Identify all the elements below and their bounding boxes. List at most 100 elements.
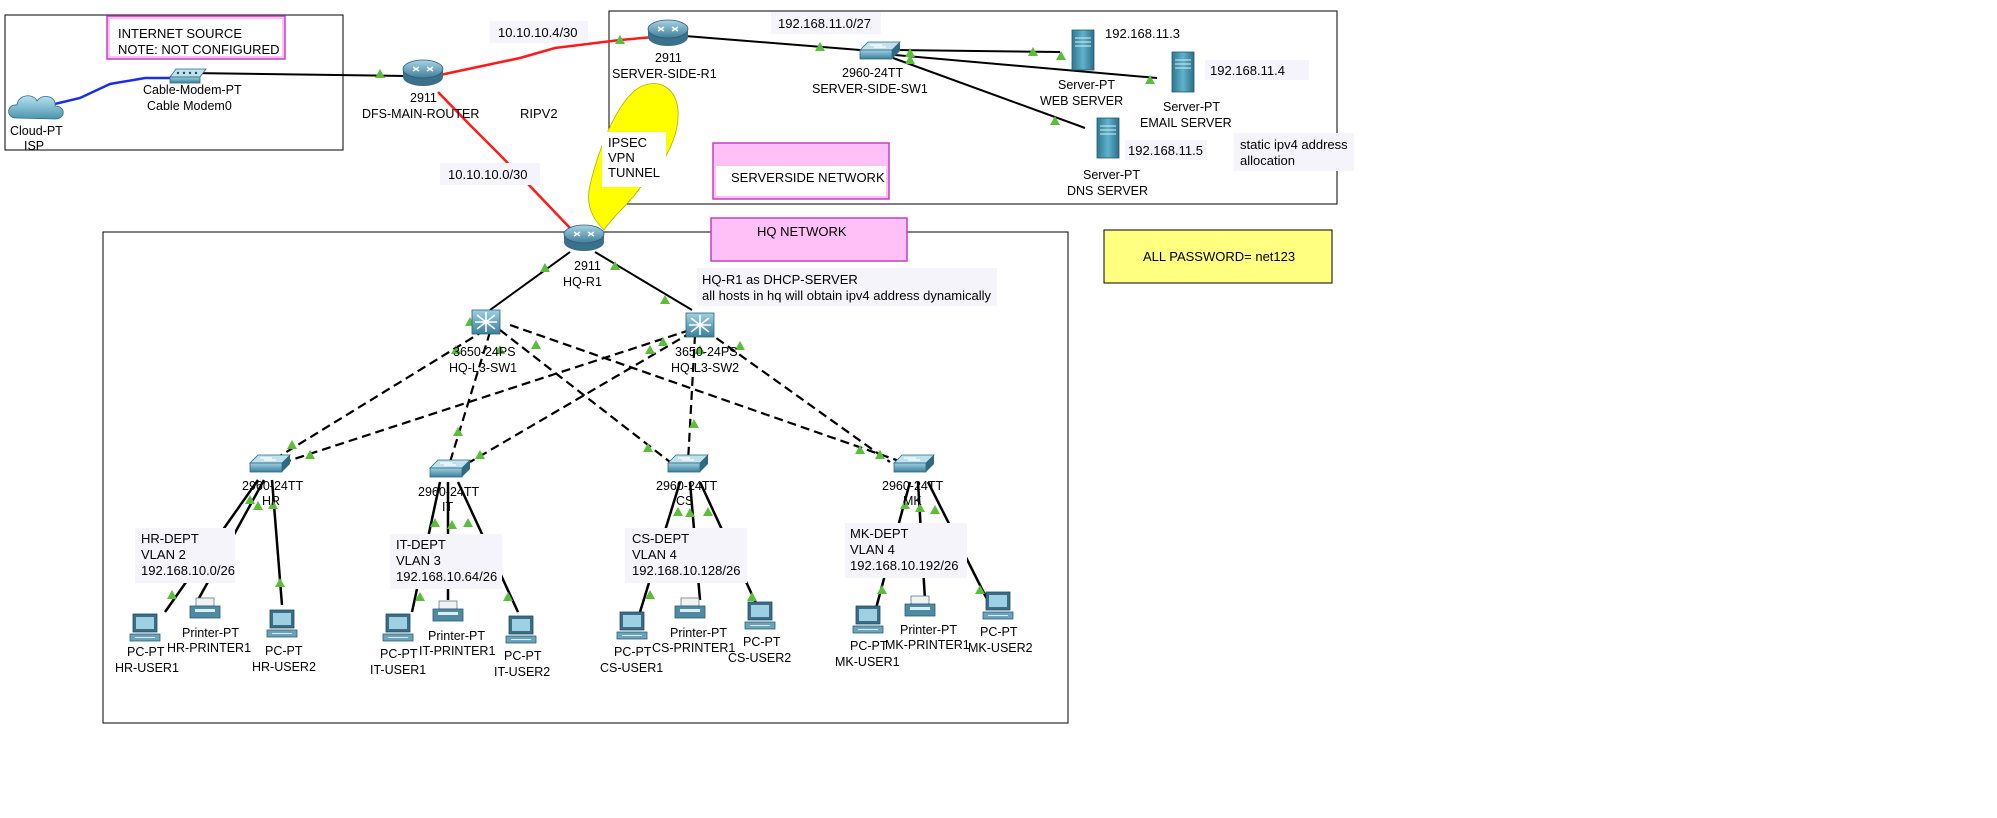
it-user2[interactable]: PC-PT IT-USER2 xyxy=(494,615,550,679)
hq-r1[interactable]: 2911 HQ-R1 xyxy=(563,224,605,289)
cloud-isp[interactable]: Cloud-PT ISP xyxy=(8,95,64,153)
svg-text:HR-DEPT: HR-DEPT xyxy=(141,531,199,546)
switch-icon xyxy=(667,454,709,473)
cs-user2[interactable]: PC-PT CS-USER2 xyxy=(728,601,791,665)
hr-user1[interactable]: PC-PT HR-USER1 xyxy=(115,613,179,675)
cs-switch-name: CS xyxy=(676,494,693,508)
svg-text:192.168.10.128/26: 192.168.10.128/26 xyxy=(632,563,740,578)
hr-vlan-note[interactable]: HR-DEPT VLAN 2 192.168.10.0/26 xyxy=(135,528,235,583)
it-vlan-note[interactable]: IT-DEPT VLAN 3 192.168.10.64/26 xyxy=(390,534,502,589)
link-ssw-email[interactable] xyxy=(894,54,1158,79)
link-cloud-modem[interactable] xyxy=(37,76,175,110)
hq-l3-sw2[interactable]: 3650-24PS HQ-L3-SW2 xyxy=(671,312,739,375)
cs-printer1[interactable]: Printer-PT CS-PRINTER1 xyxy=(652,597,735,655)
mk-user2[interactable]: PC-PT MK-USER2 xyxy=(968,591,1033,655)
l3sw1-name: HQ-L3-SW1 xyxy=(449,361,517,375)
web-model: Server-PT xyxy=(1058,78,1115,92)
hr-switch[interactable]: 2960-24TT HR xyxy=(242,454,304,508)
svg-text:CS-USER2: CS-USER2 xyxy=(728,651,791,665)
it-user1[interactable]: PC-PT IT-USER1 xyxy=(370,613,426,677)
svg-text:10.10.10.0/30: 10.10.10.0/30 xyxy=(448,167,528,182)
it-switch-model: 2960-24TT xyxy=(418,485,480,499)
cs-switch[interactable]: 2960-24TT CS xyxy=(656,454,718,508)
internet-source-note[interactable]: INTERNET SOURCE NOTE: NOT CONFIGURED xyxy=(106,15,286,60)
web-server[interactable]: 192.168.11.3 Server-PT WEB SERVER xyxy=(1040,26,1180,108)
svg-text:10.10.10.4/30: 10.10.10.4/30 xyxy=(498,25,578,40)
hqr-model: 2911 xyxy=(574,259,601,273)
dns-model: Server-PT xyxy=(1083,168,1140,182)
hq-l3-sw1[interactable]: 3650-24PS HQ-L3-SW1 xyxy=(449,309,517,375)
hq-network-label[interactable]: HQ NETWORK xyxy=(710,217,908,262)
cs-switch-model: 2960-24TT xyxy=(656,479,718,493)
serverside-network-label[interactable]: SERVERSIDE NETWORK xyxy=(712,142,890,200)
svg-text:192.168.10.192/26: 192.168.10.192/26 xyxy=(850,558,958,573)
svg-text:PC-PT: PC-PT xyxy=(504,649,542,663)
svg-text:MK-PRINTER1: MK-PRINTER1 xyxy=(885,638,970,652)
server-icon xyxy=(1096,117,1120,159)
dept-hr: 2960-24TT HR HR-DEPT VLAN 2 192.168.10.0… xyxy=(115,454,316,675)
hr-switch-model: 2960-24TT xyxy=(242,479,304,493)
l3sw2-model: 3650-24PS xyxy=(675,345,738,359)
hr-user2[interactable]: PC-PT HR-USER2 xyxy=(252,609,316,674)
link-modem-dfs[interactable] xyxy=(189,72,406,77)
link-hqr-l3sw1[interactable] xyxy=(489,251,571,311)
mk-user1[interactable]: PC-PT MK-USER1 xyxy=(835,605,900,669)
server-side-sw1[interactable]: 2960-24TT SERVER-SIDE-SW1 xyxy=(812,41,928,96)
svg-text:PC-PT: PC-PT xyxy=(127,645,165,659)
svg-text:VLAN 2: VLAN 2 xyxy=(141,547,186,562)
cs-user1[interactable]: PC-PT CS-USER1 xyxy=(600,611,663,675)
ripv2-label: RIPV2 xyxy=(520,106,558,121)
svg-text:PC-PT: PC-PT xyxy=(980,625,1018,639)
switch-icon xyxy=(249,454,291,473)
link-dfs-hq-r1[interactable] xyxy=(437,91,571,229)
server-side-r1[interactable]: 2911 SERVER-SIDE-R1 xyxy=(612,19,717,81)
static-note-2: allocation xyxy=(1240,153,1295,168)
dept-mk: 2960-24TT MK MK-DEPT VLAN 4 192.168.10.1… xyxy=(835,454,1033,669)
serverside-network-text: SERVERSIDE NETWORK xyxy=(731,170,885,185)
vpn-text-2: VPN xyxy=(608,150,635,165)
l3sw1-model: 3650-24PS xyxy=(453,345,516,359)
svg-text:HR-USER1: HR-USER1 xyxy=(115,661,179,675)
router-icon xyxy=(402,59,444,87)
pc-icon xyxy=(616,611,648,640)
link-dfs-serverside-r1[interactable] xyxy=(439,34,666,77)
svg-text:Printer-PT: Printer-PT xyxy=(900,623,957,637)
dns-server[interactable]: 192.168.11.5 Server-PT DNS SERVER xyxy=(1067,117,1207,198)
svg-text:CS-DEPT: CS-DEPT xyxy=(632,531,689,546)
email-server[interactable]: 192.168.11.4 Server-PT EMAIL SERVER xyxy=(1140,51,1309,130)
ssw-name: SERVER-SIDE-SW1 xyxy=(812,82,928,96)
l3sw2-name: HQ-L3-SW2 xyxy=(671,361,739,375)
switch-icon xyxy=(893,454,935,473)
dhcp-note[interactable]: HQ-R1 as DHCP-SERVER all hosts in hq wil… xyxy=(697,268,997,306)
cloud-model: Cloud-PT xyxy=(10,124,63,138)
link-ssw-dns[interactable] xyxy=(892,57,1086,129)
static-ip-note[interactable]: static ipv4 address allocation xyxy=(1234,133,1354,171)
link-ssr-ssw[interactable] xyxy=(684,35,861,51)
trunk-links[interactable] xyxy=(269,323,903,464)
switch-icon xyxy=(859,41,901,60)
pc-icon xyxy=(382,613,414,642)
mk-printer1[interactable]: Printer-PT MK-PRINTER1 xyxy=(885,595,970,652)
mk-switch[interactable]: 2960-24TT MK xyxy=(882,454,944,508)
hr-printer1[interactable]: Printer-PT HR-PRINTER1 xyxy=(167,597,251,655)
modem-name: Cable Modem0 xyxy=(147,99,232,113)
password-text: ALL PASSWORD= net123 xyxy=(1143,249,1295,264)
cable-modem[interactable]: Cable-Modem-PT Cable Modem0 xyxy=(143,68,242,113)
svg-text:IT-DEPT: IT-DEPT xyxy=(396,537,446,552)
svg-text:IT-PRINTER1: IT-PRINTER1 xyxy=(419,644,495,658)
mk-switch-model: 2960-24TT xyxy=(882,479,944,493)
pc-icon xyxy=(982,591,1014,620)
link-hqr-l3sw2[interactable] xyxy=(594,251,693,311)
mk-vlan-note[interactable]: MK-DEPT VLAN 4 192.168.10.192/26 xyxy=(845,523,967,578)
dfs-main-router[interactable]: 2911 DFS-MAIN-ROUTER xyxy=(362,59,479,121)
vpn-tunnel-note[interactable]: IPSEC VPN TUNNEL xyxy=(602,132,666,187)
cs-vlan-note[interactable]: CS-DEPT VLAN 4 192.168.10.128/26 xyxy=(625,528,747,583)
dhcp-note-2: all hosts in hq will obtain ipv4 address… xyxy=(702,288,992,303)
web-ip: 192.168.11.3 xyxy=(1105,26,1180,41)
web-name: WEB SERVER xyxy=(1040,94,1123,108)
password-note[interactable]: ALL PASSWORD= net123 xyxy=(1103,229,1333,284)
static-note-1: static ipv4 address xyxy=(1240,137,1348,152)
it-switch[interactable]: 2960-24TT IT xyxy=(418,459,480,514)
it-printer1[interactable]: Printer-PT IT-PRINTER1 xyxy=(419,600,495,658)
